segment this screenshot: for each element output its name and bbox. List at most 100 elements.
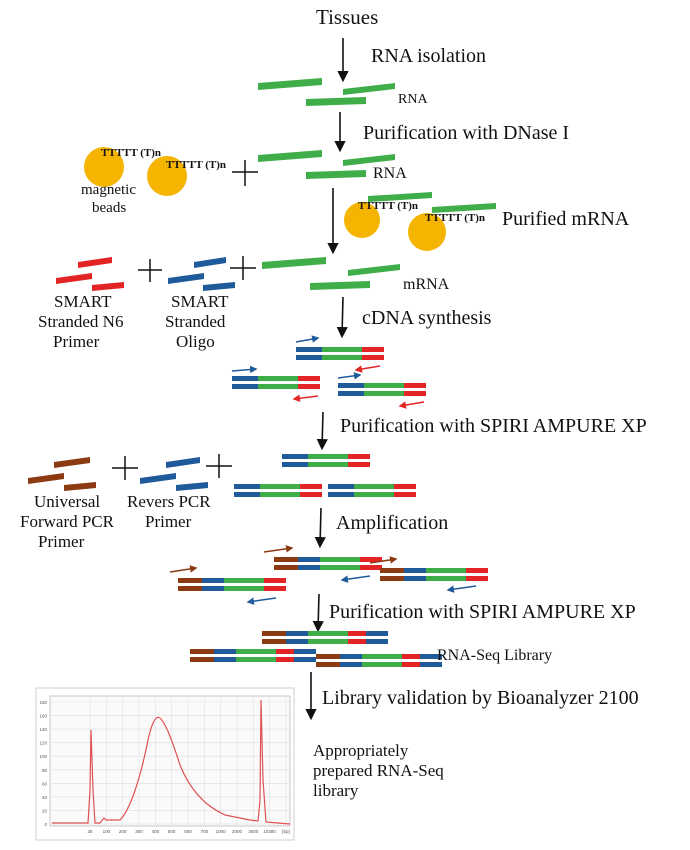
library-fragment-1 bbox=[262, 631, 388, 644]
result-line3: library bbox=[313, 781, 359, 800]
amplicon-forward-arrow-3 bbox=[369, 556, 398, 564]
plus-sign-3 bbox=[230, 256, 256, 280]
y-tick-label: 100 bbox=[39, 754, 47, 759]
amplicon-reverse-arrow-1 bbox=[340, 575, 371, 583]
plus-sign-4 bbox=[112, 456, 138, 480]
purification-spiri-1-label: Purification with SPIRI AMPURE XP bbox=[340, 415, 647, 437]
revers-primer-line1: Revers PCR bbox=[127, 492, 211, 511]
y-tick-label: 60 bbox=[42, 781, 48, 786]
plus-sign-1 bbox=[232, 160, 258, 186]
forward-primer-line2: Forward PCR bbox=[20, 512, 115, 531]
amplification-label: Amplification bbox=[336, 512, 448, 534]
cdna-reverse-arrow-2 bbox=[292, 394, 319, 402]
mrna-strands bbox=[262, 257, 400, 290]
library-fragment-2 bbox=[190, 649, 316, 662]
oligo-dt-label-3: TTTTT (T)n bbox=[358, 200, 418, 212]
x-tick-label: 300 bbox=[135, 829, 143, 834]
x-tick-label: 1000 bbox=[216, 829, 227, 834]
bead-with-mrna-1 bbox=[344, 202, 380, 238]
magnetic-bead-2 bbox=[147, 156, 187, 196]
cdna-reverse-arrow-1 bbox=[354, 365, 381, 373]
smart-n6-primers bbox=[56, 257, 124, 291]
mrna-on-beads bbox=[368, 192, 496, 213]
y-tick-label: 120 bbox=[39, 741, 47, 746]
y-tick-label: 80 bbox=[42, 768, 48, 773]
purification-spiri-2-label: Purification with SPIRI AMPURE XP bbox=[329, 601, 636, 623]
x-tick-label: 10380 bbox=[263, 829, 276, 834]
cdna-construct-1 bbox=[296, 347, 384, 360]
result-line1: Appropriately bbox=[313, 741, 409, 760]
y-tick-label: 160 bbox=[39, 714, 47, 719]
amplicon-forward-arrow-2 bbox=[169, 565, 198, 573]
revers-pcr-primers bbox=[140, 457, 208, 491]
plus-sign-2 bbox=[138, 259, 162, 282]
electropherogram-grid bbox=[50, 696, 290, 826]
tissues-label: Tissues bbox=[316, 5, 378, 29]
forward-primer-line1: Universal bbox=[34, 492, 100, 511]
y-tick-label: 20 bbox=[42, 808, 48, 813]
amplicon-reverse-arrow-3 bbox=[446, 585, 477, 593]
amplicon-2 bbox=[178, 578, 286, 591]
cdna-construct-3 bbox=[338, 383, 426, 396]
oligo-dt-label-4: TTTTT (T)n bbox=[425, 212, 485, 224]
magnetic-beads-label-line1: magnetic bbox=[81, 182, 136, 198]
magnetic-bead-1 bbox=[84, 147, 124, 187]
rna-strands-1 bbox=[258, 78, 395, 106]
smart-oligo-line2: Stranded bbox=[165, 312, 226, 331]
cdna-forward-arrow-3 bbox=[337, 372, 362, 380]
rna-isolation-label: RNA isolation bbox=[371, 45, 486, 67]
n6-primer-line1: SMART bbox=[54, 292, 112, 311]
cdna-construct-2 bbox=[232, 376, 320, 389]
x-tick-label: 400 bbox=[152, 829, 160, 834]
purified-cdna-3 bbox=[328, 484, 416, 497]
purified-cdna-1 bbox=[282, 454, 370, 467]
cdna-forward-arrow-1 bbox=[295, 335, 320, 343]
smart-oligo-line3: Oligo bbox=[176, 332, 215, 351]
oligo-dt-label-2: TTTTT (T)n bbox=[166, 159, 226, 171]
x-tick-label: 100 bbox=[103, 829, 111, 834]
oligo-dt-label-1: TTTTT (T)n bbox=[101, 147, 161, 159]
amplicon-forward-arrow-1 bbox=[263, 545, 294, 553]
amplicon-1 bbox=[274, 557, 382, 570]
electropherogram-y-ticks: 180 160 140 120 100 80 60 40 20 0 bbox=[39, 700, 47, 827]
x-tick-label: 600 bbox=[184, 829, 192, 834]
forward-primer-line3: Primer bbox=[38, 532, 85, 551]
x-tick-label: 700 bbox=[201, 829, 209, 834]
smart-oligo-primers bbox=[168, 257, 235, 291]
x-tick-label: 200 bbox=[119, 829, 127, 834]
library-fragment-3 bbox=[316, 654, 442, 667]
rna-seq-library-label: RNA-Seq Library bbox=[437, 647, 552, 664]
amplicon-reverse-arrow-2 bbox=[246, 597, 277, 605]
amplicon-3 bbox=[380, 568, 488, 581]
y-tick-label: 40 bbox=[42, 795, 48, 800]
y-tick-label: 180 bbox=[39, 700, 47, 705]
revers-primer-line2: Primer bbox=[145, 512, 192, 531]
rna-label-1: RNA bbox=[398, 92, 428, 107]
x-tick-label: 2000 bbox=[232, 829, 243, 834]
rna-strands-2 bbox=[258, 150, 395, 179]
x-tick-label: 3000 bbox=[248, 829, 259, 834]
universal-forward-primers bbox=[28, 457, 96, 491]
cdna-forward-arrow-2 bbox=[231, 365, 258, 374]
mrna-label: mRNA bbox=[403, 276, 450, 293]
plus-sign-5 bbox=[206, 454, 232, 478]
library-validation-label: Library validation by Bioanalyzer 2100 bbox=[322, 687, 639, 709]
rna-label-2: RNA bbox=[373, 165, 407, 182]
x-tick-label: 35 bbox=[87, 829, 93, 834]
cdna-constructs bbox=[169, 335, 488, 667]
smart-oligo-line1: SMART bbox=[171, 292, 229, 311]
purified-mrna-label: Purified mRNA bbox=[502, 208, 630, 230]
magnetic-beads-label-line2: beads bbox=[92, 200, 126, 216]
y-tick-label: 140 bbox=[39, 727, 47, 732]
electropherogram-trace bbox=[52, 699, 291, 825]
cdna-reverse-arrow-3 bbox=[398, 401, 425, 409]
y-tick-label: 0 bbox=[44, 822, 47, 827]
n6-primer-line3: Primer bbox=[53, 332, 100, 351]
purified-cdna-2 bbox=[234, 484, 322, 497]
bead-with-mrna-2 bbox=[408, 213, 446, 251]
cdna-synthesis-label: cDNA synthesis bbox=[362, 307, 492, 329]
n6-primer-line2: Stranded N6 bbox=[38, 312, 123, 331]
